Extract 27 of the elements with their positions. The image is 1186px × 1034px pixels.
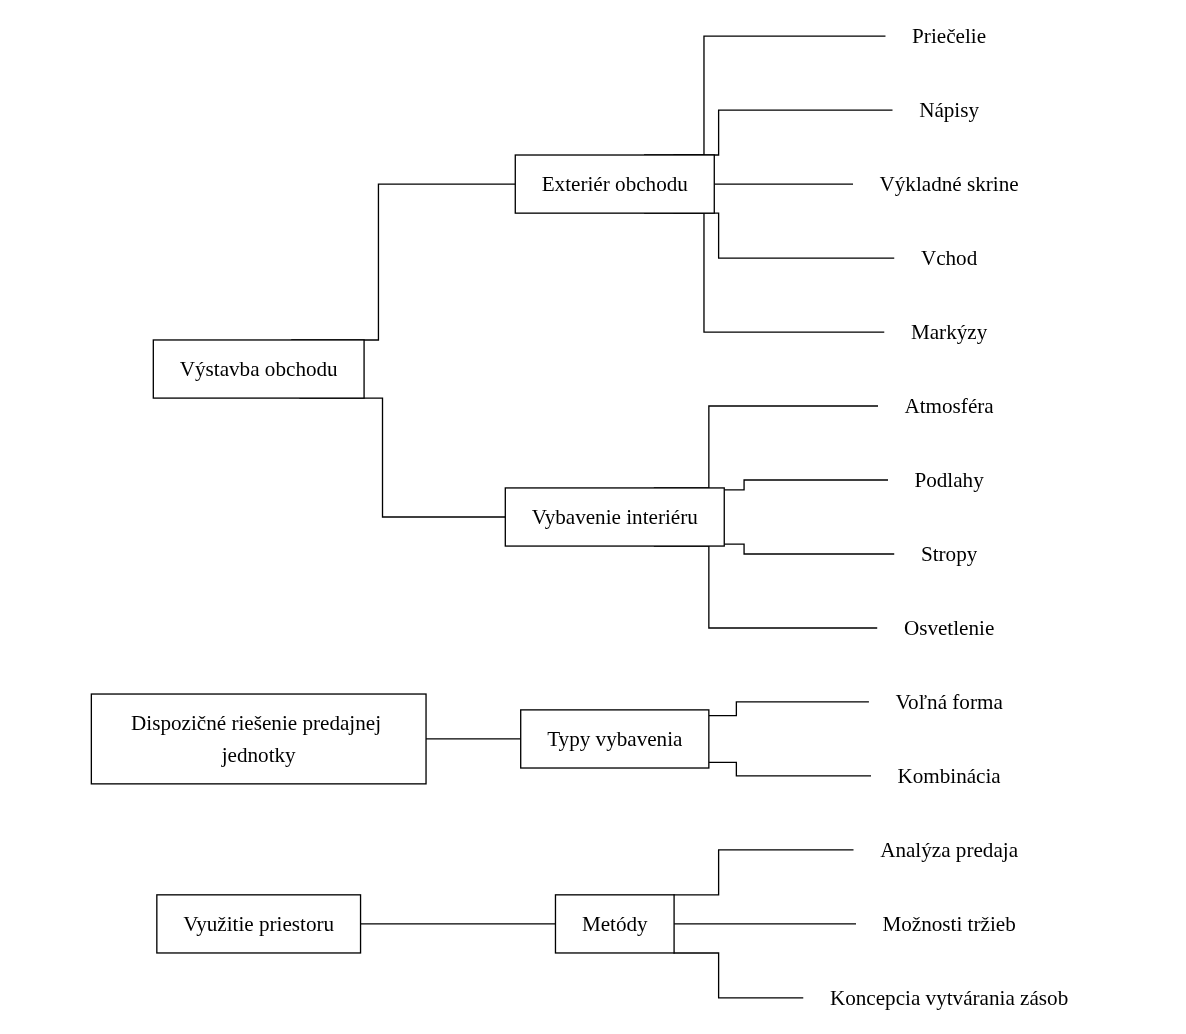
node-text: Voľná forma [895,690,1003,714]
node-text: Osvetlenie [903,616,995,640]
node-text: Priečelie [912,24,987,48]
node-text: Nápisy [919,98,980,122]
connector [723,479,889,491]
node-box: Exteriér obchodu [514,154,715,214]
connector [708,701,870,717]
node-box: Dispozičné riešenie predajnej jednotky [90,693,427,785]
connector [672,849,855,896]
node-box: Výstavba obchodu [152,339,365,399]
node-text: Markýzy [910,320,988,344]
node-box: Metódy [554,894,675,954]
node-text: Stropy [920,542,978,566]
node-box: Využitie priestoru [156,894,362,954]
connector [708,761,872,777]
connector [672,952,805,999]
node-box: Vybavenie interiéru [504,487,725,547]
node-text: Koncepcia vytvárania zásob [829,986,1069,1010]
node-text: Vchod [920,246,978,270]
node-text: Podlahy [914,468,984,492]
node-text: Výkladné skrine [879,172,1019,196]
node-text: Kombinácia [897,764,1001,788]
node-text: Atmosféra [904,394,994,418]
node-text: Analýza predaja [880,838,1019,862]
connector [723,543,896,555]
node-text: Možnosti tržieb [882,912,1016,936]
node-box: Typy vybavenia [520,709,710,769]
